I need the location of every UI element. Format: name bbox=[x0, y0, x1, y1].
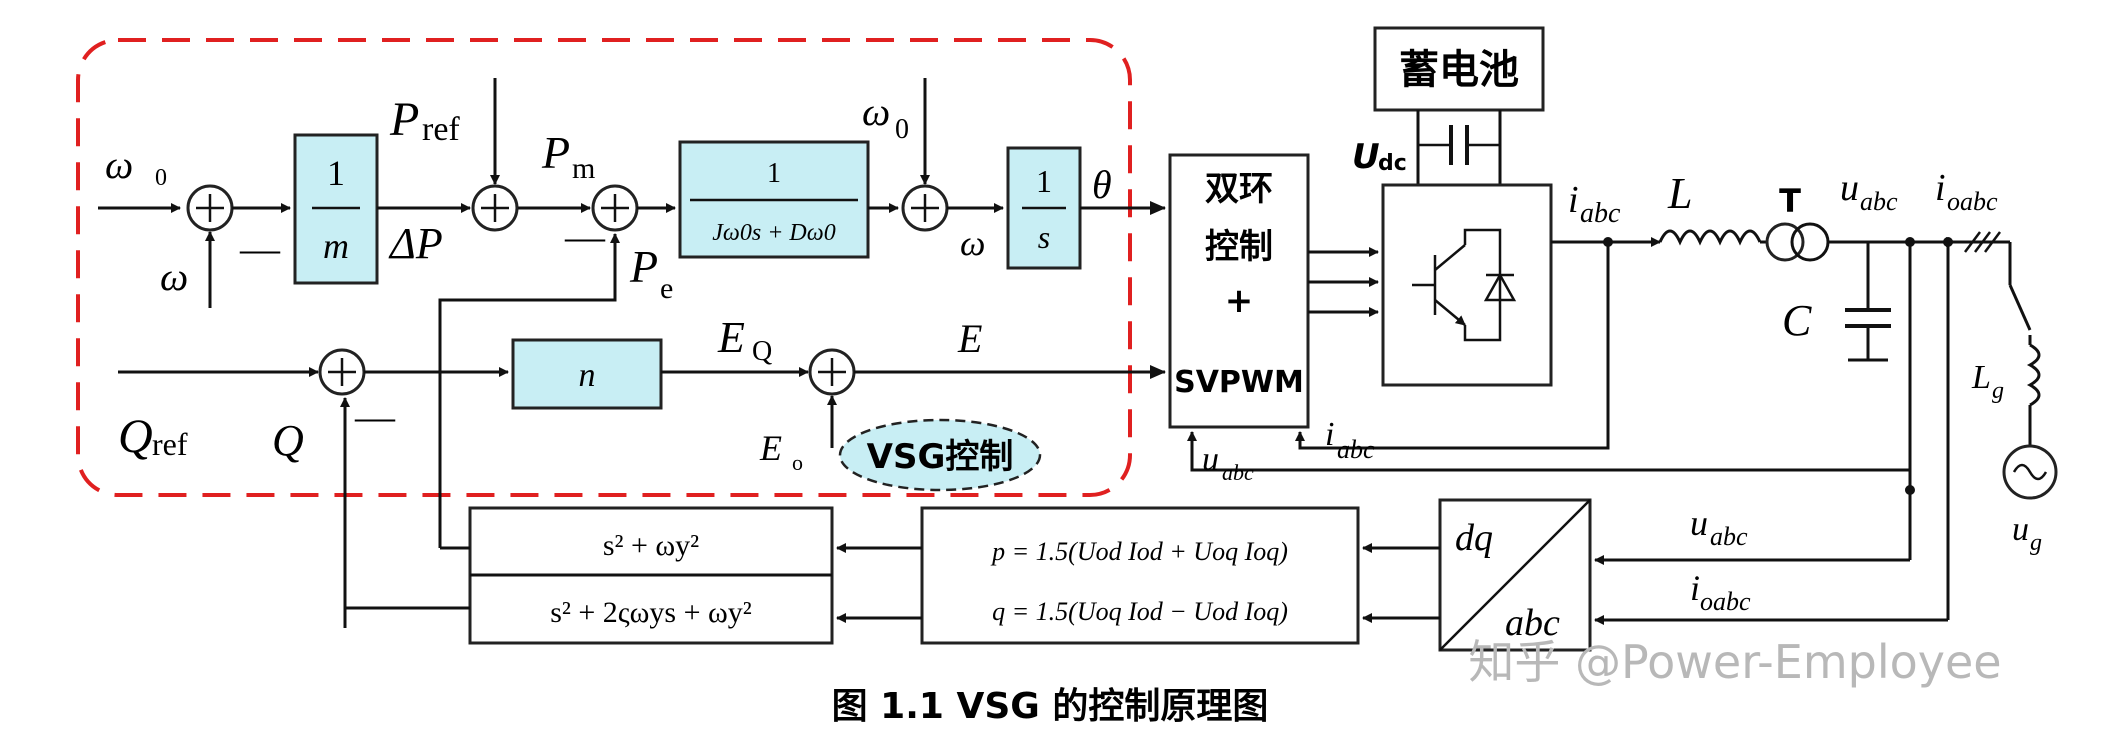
inductor-l-label: L bbox=[1667, 169, 1692, 218]
vsg-control-ellipse bbox=[838, 418, 1042, 492]
io-abc-in-label: i bbox=[1690, 568, 1700, 608]
u-abc-in-label: u bbox=[1690, 503, 1708, 543]
p-m-label: P bbox=[541, 127, 570, 178]
u-abc-sub: abc bbox=[1860, 187, 1898, 216]
int-den: s bbox=[1038, 219, 1050, 255]
pe-feedback-line bbox=[438, 233, 620, 548]
filter-denominator: s² + 2ςωys + ωy² bbox=[550, 596, 752, 629]
filter-numerator: s² + ωy² bbox=[603, 529, 699, 562]
abc-label: abc bbox=[1505, 602, 1560, 644]
watermark: 知乎 @Power-Employee bbox=[1468, 635, 2001, 689]
omega0-sub: 0 bbox=[155, 165, 167, 191]
omega0-b-sub: 0 bbox=[895, 114, 909, 145]
vsg-control-label: VSG控制 bbox=[867, 437, 1014, 477]
dq-label: dq bbox=[1455, 517, 1493, 559]
p-e-label: P bbox=[629, 241, 658, 292]
vsg-dashed-frame bbox=[76, 38, 1132, 497]
q-label: Q bbox=[272, 416, 304, 465]
minus-sign-freq: — bbox=[239, 226, 281, 271]
block-n-gain bbox=[511, 338, 663, 410]
p-ref-label: P bbox=[389, 93, 419, 146]
diode-symbol bbox=[1483, 272, 1517, 302]
u-abc-fb-label: u bbox=[1202, 441, 1219, 478]
q-ref-label: Q bbox=[118, 410, 153, 463]
inductor-l bbox=[1658, 229, 1762, 246]
n-block-label: n bbox=[579, 357, 596, 394]
l-g-sub: g bbox=[1992, 378, 2004, 404]
dual-loop-line3: + bbox=[1225, 281, 1254, 321]
e-q-label: E bbox=[717, 313, 745, 362]
block-power-calc bbox=[920, 506, 1360, 645]
u-abc-fb-sub: abc bbox=[1222, 460, 1254, 485]
swing-num: 1 bbox=[767, 158, 781, 189]
io-abc-label: i bbox=[1935, 167, 1946, 209]
dual-loop-line2: 控制 bbox=[1205, 227, 1273, 267]
swing-den: Jω0s + Dω0 bbox=[712, 220, 835, 246]
figure-caption: 图 1.1 VSG 的控制原理图 bbox=[832, 686, 1269, 727]
grid-switch bbox=[2008, 284, 2032, 331]
u-g-sub: g bbox=[2030, 530, 2042, 556]
l-g-label: L bbox=[1971, 359, 1991, 396]
dual-loop-line4: SVPWM bbox=[1174, 365, 1304, 400]
omega-b-label: ω bbox=[960, 223, 985, 263]
e0-sub: o bbox=[792, 450, 803, 475]
dual-loop-line1: 双环 bbox=[1205, 169, 1273, 209]
u-abc-in-sub: abc bbox=[1710, 522, 1748, 551]
p-m-sub: m bbox=[572, 152, 595, 185]
battery-block bbox=[1373, 26, 1545, 112]
p-e-sub: e bbox=[660, 272, 673, 305]
capacitor-c-label: C bbox=[1782, 296, 1812, 345]
p-ref-sub: ref bbox=[422, 111, 460, 148]
e-q-sub: Q bbox=[752, 336, 772, 367]
i-abc-label: i bbox=[1568, 179, 1579, 221]
omega0-b-label: ω bbox=[862, 89, 890, 134]
delta-p-label: ΔP bbox=[388, 219, 443, 268]
e-label: E bbox=[957, 316, 982, 361]
i-abc-fb-label: i bbox=[1325, 416, 1334, 453]
omega-label: ω bbox=[160, 254, 188, 299]
u-abc-feedback-line bbox=[1187, 431, 1910, 472]
u-dc-label: U bbox=[1352, 137, 1380, 177]
omega0-label: ω bbox=[105, 142, 133, 187]
u-dc-sub: dc bbox=[1378, 151, 1407, 176]
grid-inductor-lg bbox=[2026, 343, 2041, 407]
one-over-m-den: m bbox=[323, 226, 349, 266]
u-g-label: u bbox=[2012, 511, 2029, 548]
minus-sign-pe: — bbox=[564, 214, 606, 259]
io-abc-sub: oabc bbox=[1947, 187, 1998, 216]
theta-label: θ bbox=[1092, 162, 1112, 207]
minus-sign-q: — bbox=[354, 394, 396, 439]
i-abc-fb-sub: abc bbox=[1337, 435, 1375, 464]
block-dual-loop-svpwm bbox=[1168, 153, 1310, 429]
i-abc-sub: abc bbox=[1580, 198, 1621, 229]
q-ref-sub: ref bbox=[152, 426, 188, 462]
int-num: 1 bbox=[1036, 163, 1052, 199]
battery-label: 蓄电池 bbox=[1399, 47, 1519, 93]
power-p-formula: p = 1.5(Uod Iod + Uoq Ioq) bbox=[990, 537, 1288, 566]
io-abc-in-sub: oabc bbox=[1700, 587, 1751, 616]
inverter-block bbox=[1381, 183, 1553, 387]
e0-label: E bbox=[759, 428, 782, 468]
transformer-t-label: T bbox=[1779, 182, 1801, 220]
power-q-formula: q = 1.5(Uoq Iod − Uod Ioq) bbox=[992, 597, 1288, 626]
u-abc-label: u bbox=[1840, 167, 1859, 209]
one-over-m-num: 1 bbox=[327, 153, 345, 193]
i-abc-feedback-line bbox=[1295, 242, 1610, 450]
